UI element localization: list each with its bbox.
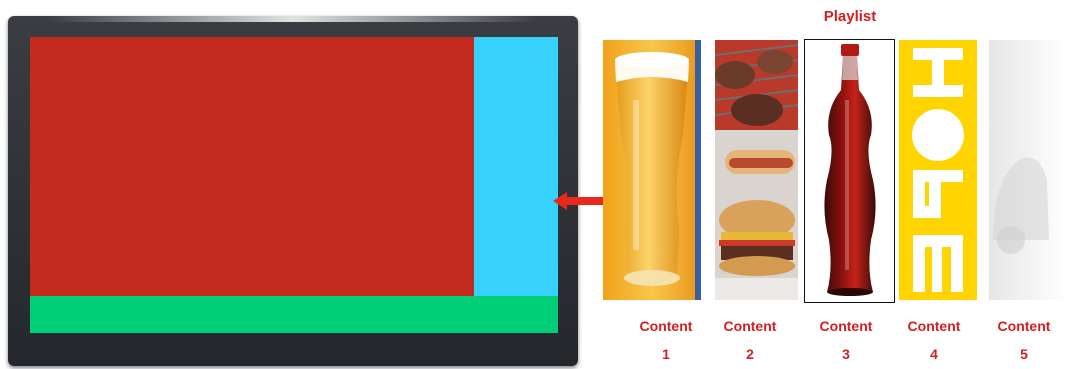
content-label-4: Content 4 (894, 318, 974, 362)
cola-bottle-icon (805, 40, 894, 302)
zone-ticker (30, 296, 558, 333)
content-label-text: Content (820, 318, 873, 334)
burger-grill-icon (715, 40, 798, 300)
content-thumbnail-4[interactable] (899, 40, 977, 300)
content-number: 2 (710, 346, 790, 362)
content-number: 3 (806, 346, 886, 362)
faded-car-icon (989, 40, 1067, 300)
content-number: 4 (894, 346, 974, 362)
content-label-1: Content 1 (626, 318, 706, 362)
content-label-text: Content (640, 318, 693, 334)
content-label-2: Content 2 (710, 318, 790, 362)
hope-poster-icon (899, 40, 977, 300)
playlist-title: Playlist (805, 8, 895, 25)
beer-glass-icon (603, 40, 701, 300)
content-label-3: Content 3 (806, 318, 886, 362)
content-thumbnail-2[interactable] (715, 40, 798, 300)
zone-main (30, 37, 474, 296)
content-thumbnail-5[interactable] (989, 40, 1067, 300)
content-label-text: Content (998, 318, 1051, 334)
content-label-text: Content (724, 318, 777, 334)
arrow-left-icon (553, 192, 605, 210)
content-thumbnail-1[interactable] (603, 40, 701, 300)
content-thumbnail-3[interactable] (804, 39, 895, 303)
zone-side (474, 37, 558, 296)
content-label-text: Content (908, 318, 961, 334)
content-number: 5 (984, 346, 1064, 362)
content-number: 1 (626, 346, 706, 362)
content-label-5: Content 5 (984, 318, 1064, 362)
display-screen (8, 16, 578, 366)
screen-glare (48, 16, 538, 22)
